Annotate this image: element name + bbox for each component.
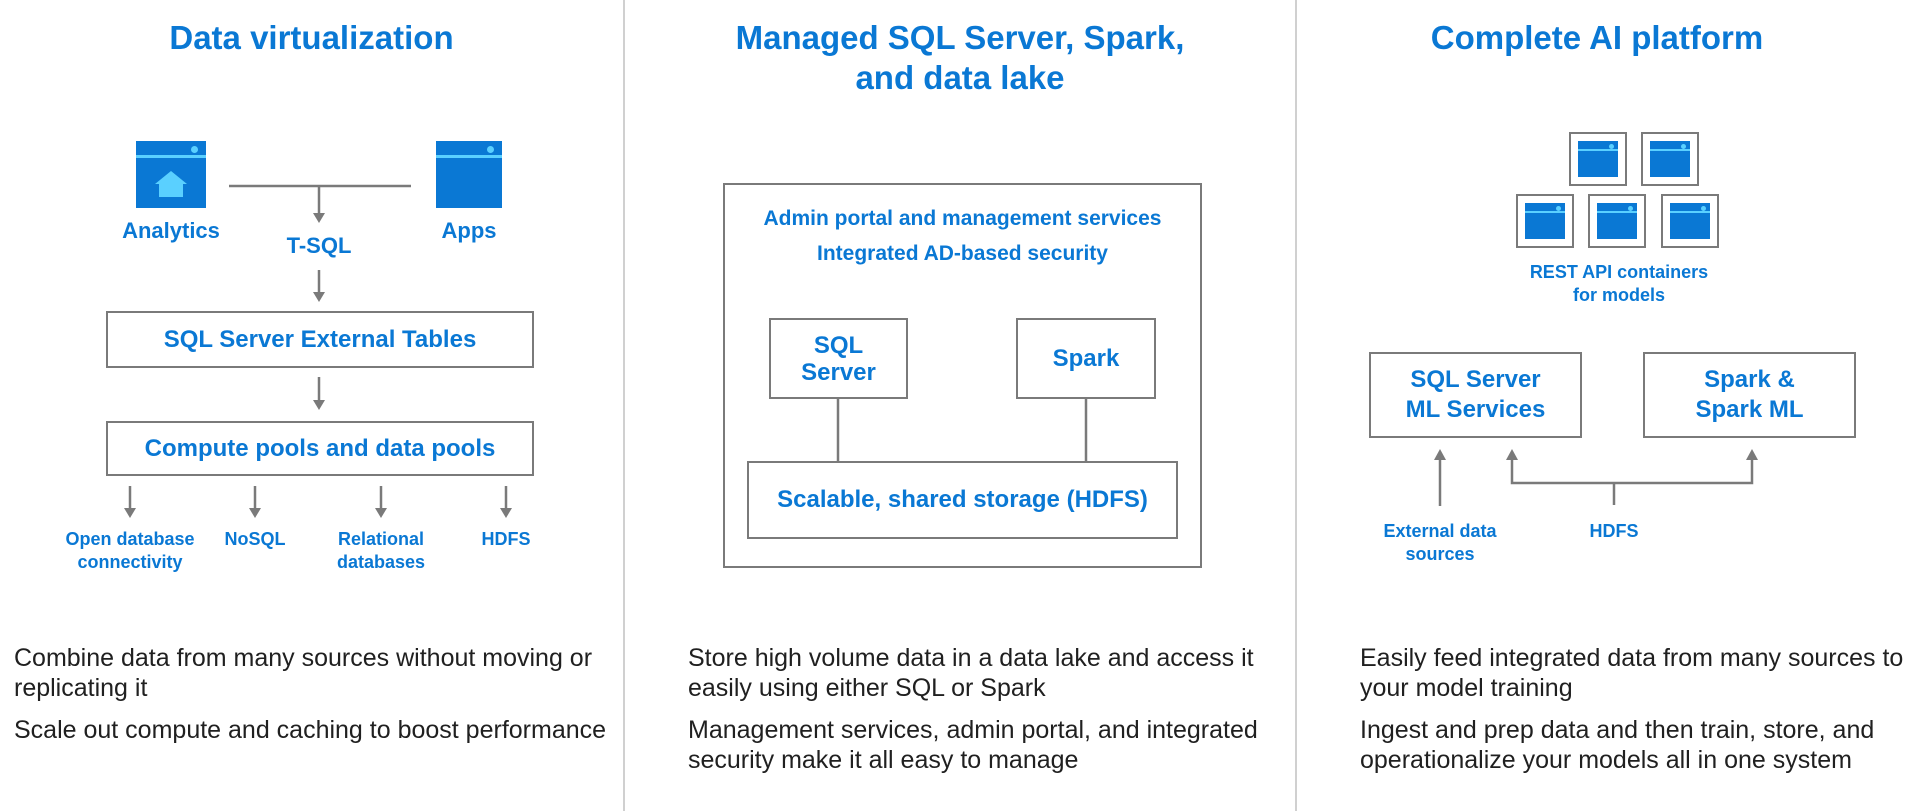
panel-managed-sql-spark: Managed SQL Server, Spark, and data lake… — [625, 0, 1295, 811]
source-odbc-label: Open database connectivity — [65, 529, 195, 572]
container-icon — [1661, 194, 1719, 248]
description-line: Scale out compute and caching to boost p… — [14, 716, 607, 744]
panel-description: Combine data from many sources without m… — [14, 643, 613, 757]
analytics-label: Analytics — [122, 218, 220, 243]
source-nosql-label: NoSQL — [224, 529, 286, 549]
tsql-label: T-SQL — [286, 233, 352, 258]
hdfs-label: HDFS — [1589, 521, 1639, 541]
description-line: Management services, admin portal, and i… — [688, 716, 1258, 774]
panel-title: Data virtualization — [169, 19, 454, 56]
compute-data-pools-box: Compute pools and data pools — [106, 421, 534, 476]
source-hdfs-label: HDFS — [481, 529, 531, 549]
rest-api-containers-label: REST API containers for models — [1529, 262, 1709, 305]
panel-ai-platform: Complete AI platform REST API containers… — [1297, 0, 1917, 811]
apps-label: Apps — [441, 218, 497, 243]
panel-divider-2 — [1295, 0, 1297, 811]
container-icon — [1516, 194, 1574, 248]
spark-box: Spark — [1016, 318, 1156, 399]
analytics-window-icon — [136, 141, 206, 208]
description-line: Combine data from many sources without m… — [14, 644, 593, 702]
connector-lines — [124, 184, 512, 518]
ad-security-label: Integrated AD-based security — [817, 242, 1108, 265]
source-relational-label: Relational databases — [336, 529, 426, 572]
panel-data-virtualization: Data virtualization Analytics T-SQ — [0, 0, 623, 811]
container-icon — [1588, 194, 1646, 248]
external-tables-box: SQL Server External Tables — [106, 311, 534, 368]
panel-title: Managed SQL Server, Spark, and data lake — [735, 19, 1185, 96]
container-icon — [1641, 132, 1699, 186]
description-line: Ingest and prep data and then train, sto… — [1360, 716, 1875, 774]
shared-storage-box: Scalable, shared storage (HDFS) — [747, 461, 1178, 539]
ml-input-arrows — [1434, 449, 1758, 506]
sql-server-box: SQL Server — [769, 318, 908, 399]
description-line: Store high volume data in a data lake an… — [688, 644, 1254, 702]
container-icon — [1569, 132, 1627, 186]
apps-window-icon — [436, 141, 502, 208]
panel-description: Store high volume data in a data lake an… — [688, 643, 1285, 787]
admin-portal-label: Admin portal and management services — [763, 207, 1162, 230]
spark-ml-box: Spark & Spark ML — [1643, 352, 1856, 438]
panel-divider-1 — [623, 0, 625, 811]
description-line: Easily feed integrated data from many so… — [1360, 644, 1904, 702]
panel-description: Easily feed integrated data from many so… — [1360, 643, 1907, 787]
panel-title: Complete AI platform — [1430, 19, 1764, 56]
external-sources-label: External data sources — [1383, 521, 1497, 564]
storage-connectors — [836, 399, 1088, 461]
sql-ml-services-box: SQL Server ML Services — [1369, 352, 1582, 438]
